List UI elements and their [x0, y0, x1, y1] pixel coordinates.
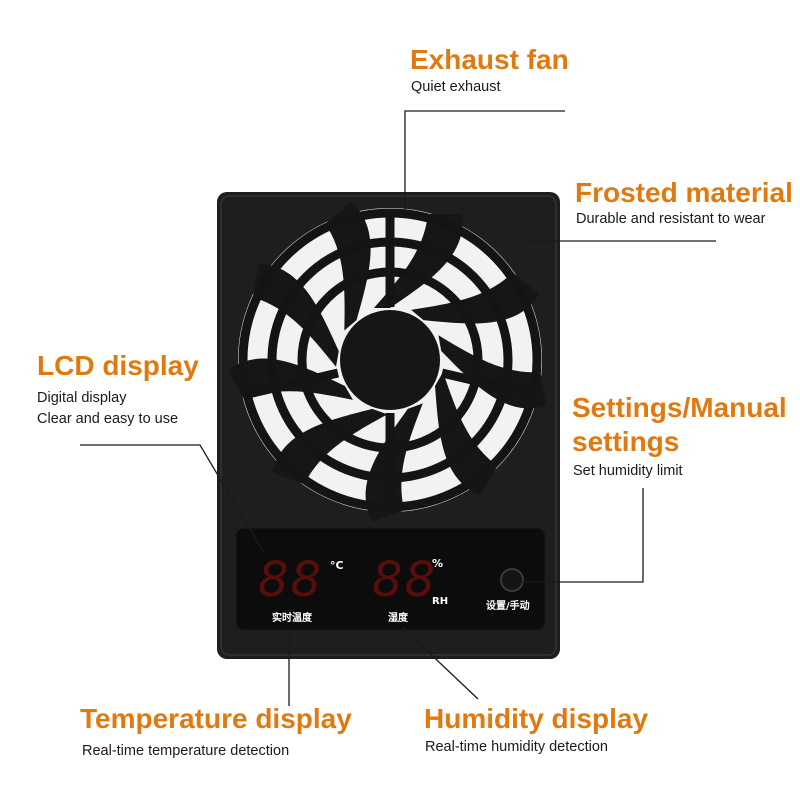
settings-button	[500, 568, 524, 592]
settings-button-label: 设置/手动	[486, 599, 530, 612]
humidity-percent: %	[432, 557, 443, 570]
lcd-display-desc-2: Clear and easy to use	[37, 411, 179, 427]
fan-blade	[252, 263, 339, 367]
lcd-display-desc-1: Digital display	[37, 390, 127, 406]
fan-blade	[374, 214, 463, 308]
lcd-display-title: LCD display	[37, 350, 199, 381]
fan-blades	[227, 201, 547, 522]
humidity-display-desc: Real-time humidity detection	[425, 739, 608, 755]
exhaust-fan	[227, 201, 547, 522]
frosted-material-desc: Durable and resistant to wear	[576, 211, 766, 227]
fan-blade	[411, 272, 540, 324]
exhaust-fan-title: Exhaust fan	[410, 44, 569, 75]
temperature-label: 实时温度	[272, 611, 313, 624]
fan-blade	[272, 408, 388, 485]
exhaust-fan-desc: Quiet exhaust	[411, 79, 501, 95]
humidity-display-title: Humidity display	[424, 703, 649, 734]
temperature-display-desc: Real-time temperature detection	[82, 743, 290, 759]
humidity-label: 湿度	[388, 611, 409, 624]
temperature-display-title: Temperature display	[80, 703, 352, 734]
settings-desc: Set humidity limit	[573, 463, 683, 479]
fan-blade	[325, 201, 371, 331]
fan-grille	[238, 208, 542, 512]
humidity-rh: RH	[432, 596, 448, 607]
settings-title-2: settings	[572, 426, 680, 457]
frosted-material-title: Frosted material	[575, 177, 793, 208]
lcd-panel: 88 °C 实时温度 88 % RH 湿度 设置/手动	[235, 527, 546, 631]
fan-hub	[340, 310, 440, 410]
temperature-unit: °C	[330, 559, 344, 572]
humidity-digits: 88	[372, 552, 437, 608]
temperature-digits: 88	[258, 552, 323, 608]
leader-lines	[80, 110, 716, 706]
settings-title-1: Settings/Manual	[572, 392, 787, 423]
